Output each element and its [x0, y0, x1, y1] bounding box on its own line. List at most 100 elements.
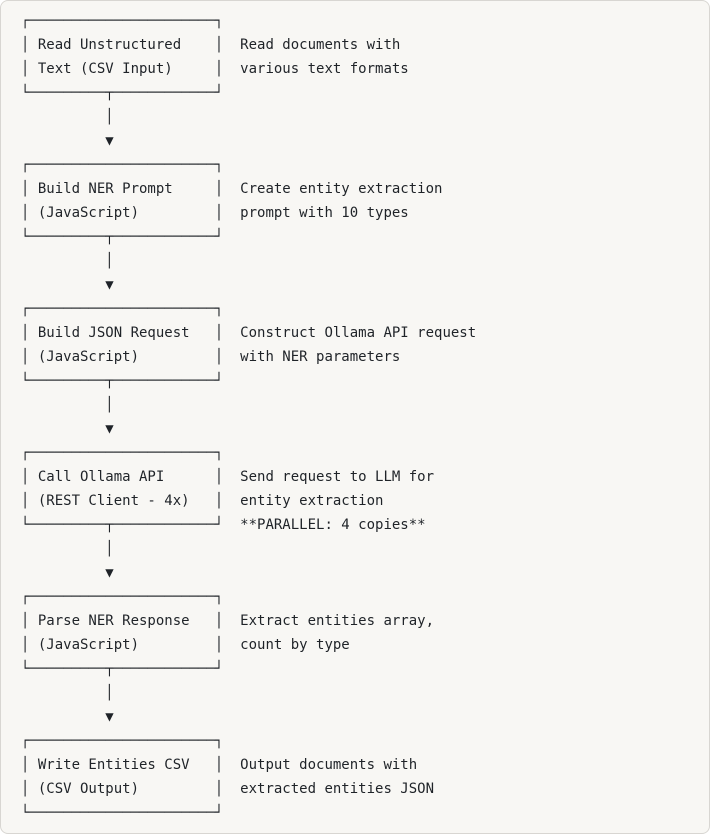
- box-border-left: │: [21, 61, 38, 77]
- node-description-line: extracted entities JSON: [240, 781, 435, 797]
- spacer: [21, 253, 105, 269]
- diagram-row: │ Text (CSV Input) │ various text format…: [21, 57, 709, 81]
- node-description-line: various text formats: [240, 61, 409, 77]
- spacer: [223, 469, 240, 485]
- arrow-down-icon: ▼: [105, 709, 114, 725]
- node-title-line: Parse NER Response: [37, 613, 207, 629]
- diagram-row: └─────────┬────────────┘ **PARALLEL: 4 c…: [21, 513, 709, 537]
- box-border-right: │: [206, 61, 224, 77]
- diagram-row: │: [21, 537, 709, 561]
- box-border-right: │: [206, 637, 224, 653]
- diagram-row: │ (JavaScript) │ count by type: [21, 633, 709, 657]
- spacer: [223, 637, 240, 653]
- box-border-right: │: [206, 325, 224, 341]
- node-description-line: **PARALLEL: 4 copies**: [240, 517, 426, 533]
- box-border-bottom: └──────────────────────┘: [21, 805, 224, 821]
- box-border-top: ┌──────────────────────┐: [21, 445, 224, 461]
- node-description-line: count by type: [240, 637, 350, 653]
- diagram-row: └─────────┬────────────┘: [21, 657, 709, 681]
- box-border-top: ┌──────────────────────┐: [21, 301, 224, 317]
- spacer: [21, 565, 105, 581]
- node-description-line: with NER parameters: [240, 349, 401, 365]
- spacer: [223, 781, 240, 797]
- diagram-row: │ Read Unstructured │ Read documents wit…: [21, 33, 709, 57]
- diagram-row: │: [21, 393, 709, 417]
- spacer: [223, 61, 240, 77]
- box-border-left: │: [21, 757, 38, 773]
- arrow-down-icon: ▼: [105, 421, 114, 437]
- diagram-row: └─────────┬────────────┘: [21, 225, 709, 249]
- diagram-row: │: [21, 249, 709, 273]
- box-border-top: ┌──────────────────────┐: [21, 157, 224, 173]
- node-title-line: Text (CSV Input): [37, 61, 207, 77]
- spacer: [21, 133, 105, 149]
- box-border-right: │: [206, 757, 224, 773]
- node-description-line: Extract entities array,: [240, 613, 435, 629]
- box-border-left: │: [21, 325, 38, 341]
- box-border-bottom: └─────────┬────────────┘: [21, 85, 224, 101]
- diagram-row: ┌──────────────────────┐: [21, 153, 709, 177]
- diagram-row: │ Parse NER Response │ Extract entities …: [21, 609, 709, 633]
- node-title-line: Build JSON Request: [37, 325, 207, 341]
- spacer: [21, 709, 105, 725]
- diagram-row: │ Call Ollama API │ Send request to LLM …: [21, 465, 709, 489]
- box-border-left: │: [21, 493, 38, 509]
- box-border-left: │: [21, 349, 38, 365]
- node-title-line: Build NER Prompt: [37, 181, 207, 197]
- box-border-right: │: [206, 181, 224, 197]
- diagram-row: │ Build JSON Request │ Construct Ollama …: [21, 321, 709, 345]
- diagram-row: │: [21, 681, 709, 705]
- node-title-line: Write Entities CSV: [37, 757, 207, 773]
- diagram-row: │: [21, 105, 709, 129]
- spacer: [21, 421, 105, 437]
- node-title-line: (JavaScript): [37, 205, 207, 221]
- box-border-bottom: └─────────┬────────────┘: [21, 373, 224, 389]
- spacer: [223, 613, 240, 629]
- node-description-line: prompt with 10 types: [240, 205, 409, 221]
- spacer: [21, 109, 105, 125]
- arrow-down-icon: ▼: [105, 565, 114, 581]
- diagram-row: ┌──────────────────────┐: [21, 9, 709, 33]
- box-border-left: │: [21, 637, 38, 653]
- diagram-row: │ (REST Client - 4x) │ entity extraction: [21, 489, 709, 513]
- node-description-line: Read documents with: [240, 37, 401, 53]
- diagram-row: ▼: [21, 705, 709, 729]
- connector-line-icon: │: [105, 397, 114, 413]
- spacer: [223, 205, 240, 221]
- box-border-right: │: [206, 493, 224, 509]
- node-description-line: Create entity extraction: [240, 181, 443, 197]
- spacer: [223, 37, 240, 53]
- diagram-row: ┌──────────────────────┐: [21, 729, 709, 753]
- diagram-row: └──────────────────────┘: [21, 801, 709, 825]
- node-description-line: entity extraction: [240, 493, 384, 509]
- box-border-bottom: └─────────┬────────────┘: [21, 229, 224, 245]
- spacer: [223, 349, 240, 365]
- node-description-line: Construct Ollama API request: [240, 325, 477, 341]
- connector-line-icon: │: [105, 253, 114, 269]
- spacer: [223, 517, 240, 533]
- box-border-bottom: └─────────┬────────────┘: [21, 661, 224, 677]
- diagram-row: ┌──────────────────────┐: [21, 585, 709, 609]
- diagram-row: ┌──────────────────────┐: [21, 441, 709, 465]
- spacer: [223, 325, 240, 341]
- diagram-row: ▼: [21, 561, 709, 585]
- connector-line-icon: │: [105, 541, 114, 557]
- box-border-top: ┌──────────────────────┐: [21, 13, 224, 29]
- spacer: [21, 397, 105, 413]
- node-title-line: (REST Client - 4x): [37, 493, 207, 509]
- box-border-right: │: [206, 781, 224, 797]
- node-description-line: Output documents with: [240, 757, 418, 773]
- spacer: [223, 181, 240, 197]
- box-border-left: │: [21, 469, 38, 485]
- node-title-line: Call Ollama API: [37, 469, 207, 485]
- node-title-line: Read Unstructured: [37, 37, 207, 53]
- spacer: [223, 493, 240, 509]
- diagram-row: │ (CSV Output) │ extracted entities JSON: [21, 777, 709, 801]
- diagram-row: │ Build NER Prompt │ Create entity extra…: [21, 177, 709, 201]
- spacer: [21, 685, 105, 701]
- node-title-line: (JavaScript): [37, 637, 207, 653]
- box-border-top: ┌──────────────────────┐: [21, 733, 224, 749]
- box-border-right: │: [206, 469, 224, 485]
